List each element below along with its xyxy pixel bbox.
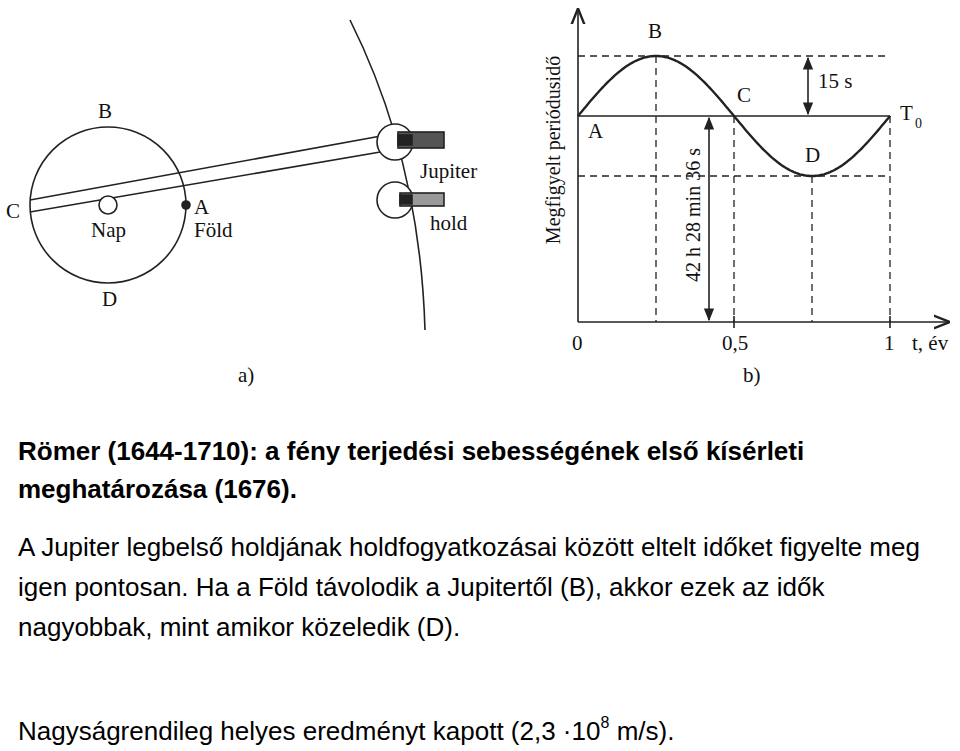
point-label: A (588, 120, 603, 142)
jupiter-circle (377, 182, 413, 218)
heading: Römer (1644-1710): a fény terjedési sebe… (18, 432, 943, 508)
panel-label: a) (238, 364, 254, 386)
tick-label: 1 (884, 332, 895, 354)
moon (398, 135, 412, 145)
jupiter-label: Jupiter (420, 160, 477, 182)
jupiter-shadow (398, 132, 444, 148)
point-label: C (6, 200, 20, 222)
period-graph (578, 10, 948, 328)
body-text: A Jupiter legbelső holdjának holdfogyatk… (18, 527, 948, 647)
sun-label: Nap (91, 219, 126, 241)
point-label: A (194, 196, 209, 218)
axis-title: t, év (912, 332, 948, 354)
result-line: Nagyságrendileg helyes eredményt kapott … (18, 706, 674, 748)
dimension: 42 h 28 min 36 s (683, 148, 703, 282)
tick-label: 0 (572, 332, 583, 354)
dimension: 15 s (818, 70, 852, 92)
subscript: 0 (915, 117, 922, 131)
moon-label: hold (430, 212, 467, 234)
axis-title: Megfigyelt periódusidő (543, 56, 563, 244)
result-text: Nagyságrendileg helyes eredményt kapott … (18, 716, 600, 746)
earth-orbit (30, 127, 186, 283)
jupiter-shadow (400, 193, 444, 206)
exponent: 8 (600, 714, 609, 731)
period-arrow (708, 118, 710, 320)
earth-dot (182, 201, 190, 209)
moon (400, 195, 412, 204)
tick (889, 316, 891, 328)
amplitude-arrow (807, 58, 809, 114)
tick-label: 0,5 (722, 332, 748, 354)
guide-lines (578, 56, 890, 322)
sun (99, 196, 117, 214)
jupiter-circle (377, 124, 413, 160)
symbol: T (900, 102, 913, 124)
x-axis (578, 321, 948, 323)
sine-curve (578, 56, 890, 176)
point-label: C (737, 84, 751, 106)
sight-line (30, 134, 392, 200)
point-label: D (102, 288, 117, 310)
earth-label: Föld (194, 219, 233, 241)
orbit-figure (30, 20, 444, 330)
point-label: B (98, 100, 112, 122)
y-axis (577, 10, 579, 322)
unit: m/s). (617, 716, 675, 746)
tick (733, 316, 735, 328)
point-label: D (805, 144, 820, 166)
jupiter-orbit (350, 20, 425, 330)
point-label: B (648, 20, 662, 42)
sight-line (30, 150, 392, 212)
panel-label: b) (743, 364, 761, 386)
